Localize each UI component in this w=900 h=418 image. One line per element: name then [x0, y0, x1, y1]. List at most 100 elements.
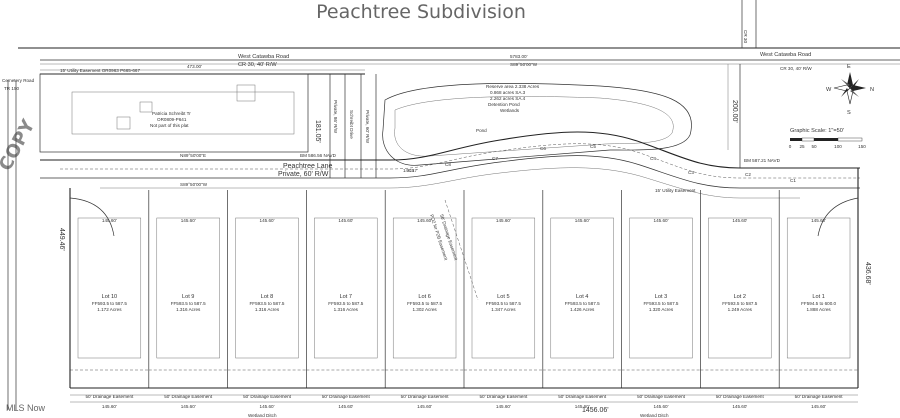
lot-name: Lot 10: [102, 294, 118, 300]
curve-label: C3: [688, 170, 694, 175]
drainage-easement-label: 50' Drainage Easement: [85, 394, 134, 399]
west-catawba-road-right-row: CR 30, 40' R/W: [780, 66, 812, 71]
lot-ffe: FF593.5 to 587.5: [92, 301, 127, 306]
curve-label: C6: [540, 146, 546, 151]
top-mid-dim: 5783.00': [510, 54, 528, 59]
lot-name: Lot 4: [576, 294, 588, 300]
reserve-line-4: Detention Pond: [488, 102, 520, 107]
right-side-dim: 436.68': [864, 262, 871, 285]
lot-width-bottom: 145.60': [338, 404, 353, 409]
north-arrow: N E W S: [826, 64, 874, 116]
lot-ffe: FF594.5 to 600.0: [801, 301, 836, 306]
lot-ffe: FF593.5 to 587.5: [565, 301, 600, 306]
building-envelope: [786, 217, 851, 359]
drainage-easement-label: 50' Drainage Easement: [637, 394, 686, 399]
lot-name: Lot 2: [734, 294, 746, 300]
lot-width-top: 145.60': [496, 218, 511, 223]
curve-label: C2: [745, 172, 751, 177]
right-vertical-dim: 200.00': [731, 100, 738, 123]
building-envelope: [235, 217, 299, 359]
lot-width-bottom: 145.60': [181, 404, 196, 409]
curve-label: C7: [492, 156, 498, 161]
drainage-easement-label: 50' Drainage Easement: [401, 394, 450, 399]
plat-boundary: 449.46' 436.68' 1456.06' Wetland Ditch W…: [58, 168, 871, 418]
lot-acres: 1.320 Acres: [649, 307, 674, 312]
cemetery-road: Cemetery Road TR 150: [2, 78, 35, 410]
lot-width-top: 145.60': [260, 218, 275, 223]
lot-acres: 1.316 Acres: [255, 307, 280, 312]
top-left-dim: 473.00': [187, 64, 202, 69]
north-arrow-s: S: [847, 110, 851, 116]
lot-width-top: 145.60': [338, 218, 353, 223]
private-row-dim: 148.17': [403, 168, 418, 173]
bottom-label-right: Wetland Ditch: [640, 413, 669, 418]
lot-width-top: 145.60': [575, 218, 590, 223]
lot-ffe: FF593.5 to 587.5: [486, 301, 521, 306]
peachtree-lane-label: Peachtree Lane: [283, 163, 333, 170]
cemetery-road-row: TR 150: [4, 86, 20, 91]
existing-note: Not part of this plat: [150, 123, 189, 128]
lot-ffe: FF593.5 to 587.5: [171, 301, 206, 306]
reserve-line-2: 0.868 acres SA.3: [490, 90, 526, 95]
scale-tick-label: 25: [799, 144, 805, 149]
drainage-easement-label: 50' Drainage Easement: [479, 394, 528, 399]
lot-acres: 1.316 Acres: [176, 307, 201, 312]
lot-name: Lot 1: [812, 294, 824, 300]
lot-width-top: 145.60': [181, 218, 196, 223]
lot-acres: 1.316 Acres: [334, 307, 359, 312]
bottom-total-dim: 1456.06': [582, 407, 609, 414]
drainage-easement-label: 50' Drainage Easement: [243, 394, 292, 399]
lot-width-bottom: 145.60': [496, 404, 511, 409]
reserve-area: Reserve area 2.338 Acres 0.868 acres SA.…: [382, 83, 692, 166]
lot-width-top: 145.60': [417, 218, 432, 223]
center-vertical-dim: 181.05': [314, 120, 321, 143]
schreibt-drive-row: Private, 60' R/W: [365, 110, 370, 144]
lot-width-bottom: 145.60': [654, 404, 669, 409]
lot-ffe: FF593.5 to 587.5: [328, 301, 363, 306]
lot-name: Lot 9: [182, 294, 194, 300]
utility-easement-right: 15' Utility Easement: [655, 188, 696, 193]
reserve-line-1: Reserve area 2.338 Acres: [486, 84, 540, 89]
lot-name: Lot 8: [261, 294, 273, 300]
right-upper-parcel: 200.00': [727, 64, 741, 168]
north-arrow-e: E: [847, 64, 851, 70]
west-catawba-road-right-label: West Catawba Road: [760, 52, 811, 58]
building-envelope: [471, 217, 536, 359]
top-right-row-label: CR 30: [743, 30, 748, 43]
lot-acres: 1.888 Acres: [806, 307, 831, 312]
scale-tick-label: 100: [834, 144, 842, 149]
copy-watermark: COPY: [0, 115, 40, 174]
scale-tick-label: 150: [858, 144, 866, 149]
curve-label: C8: [445, 162, 451, 167]
lot-width-bottom: 145.60': [732, 404, 747, 409]
plat-title: Peachtree Subdivision: [316, 1, 526, 23]
peachtree-lane-row: Private, 60' R/W: [278, 171, 329, 178]
left-private-row: Private, 86' R/W: [333, 100, 338, 134]
existing-parcel: Patricia Schreibt Tr OR0809-P641 Not par…: [39, 73, 309, 153]
drainage-easement-label: 50' Drainage Easement: [716, 394, 765, 399]
lot-name: Lot 6: [418, 294, 430, 300]
top-mid-bearing: S89°50'00"W: [510, 62, 538, 67]
lot-acres: 1.426 Acres: [570, 307, 595, 312]
bottom-label-left: Wetland Ditch: [248, 413, 277, 418]
scale-label: Graphic Scale: 1"=50': [790, 128, 844, 134]
lot-width-bottom: 145.60': [102, 404, 117, 409]
drainage-easement-label: 50' Drainage Easement: [795, 394, 844, 399]
lot-ffe: FF593.5 to 587.5: [407, 301, 442, 306]
lot-width-bottom: 145.60': [417, 404, 432, 409]
lot-width-top: 145.60': [811, 218, 826, 223]
reserve-line-3: 2.262 acres SA.4: [490, 96, 526, 101]
lot-name: Lot 5: [497, 294, 509, 300]
bm-right: BM 587.21 NAVD: [744, 158, 781, 163]
